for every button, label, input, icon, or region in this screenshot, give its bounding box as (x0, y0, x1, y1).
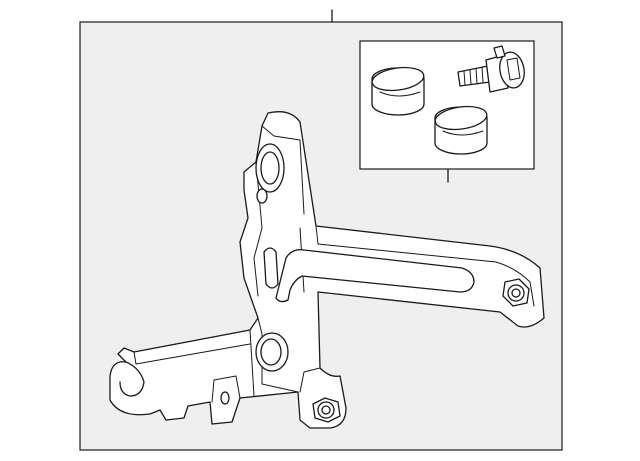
bracket-lower-hole (255, 332, 289, 372)
stud-bolt (457, 45, 525, 93)
hex-nut-bottom (312, 397, 341, 423)
bracket-upper-hole (255, 143, 285, 193)
cap-sleeve-left (371, 66, 425, 116)
bracket-small-hole (256, 188, 268, 204)
bracket (109, 111, 545, 429)
bracket-tab-hole (220, 391, 230, 405)
cap-sleeve-right (434, 105, 488, 155)
hex-nut-right (502, 278, 530, 307)
